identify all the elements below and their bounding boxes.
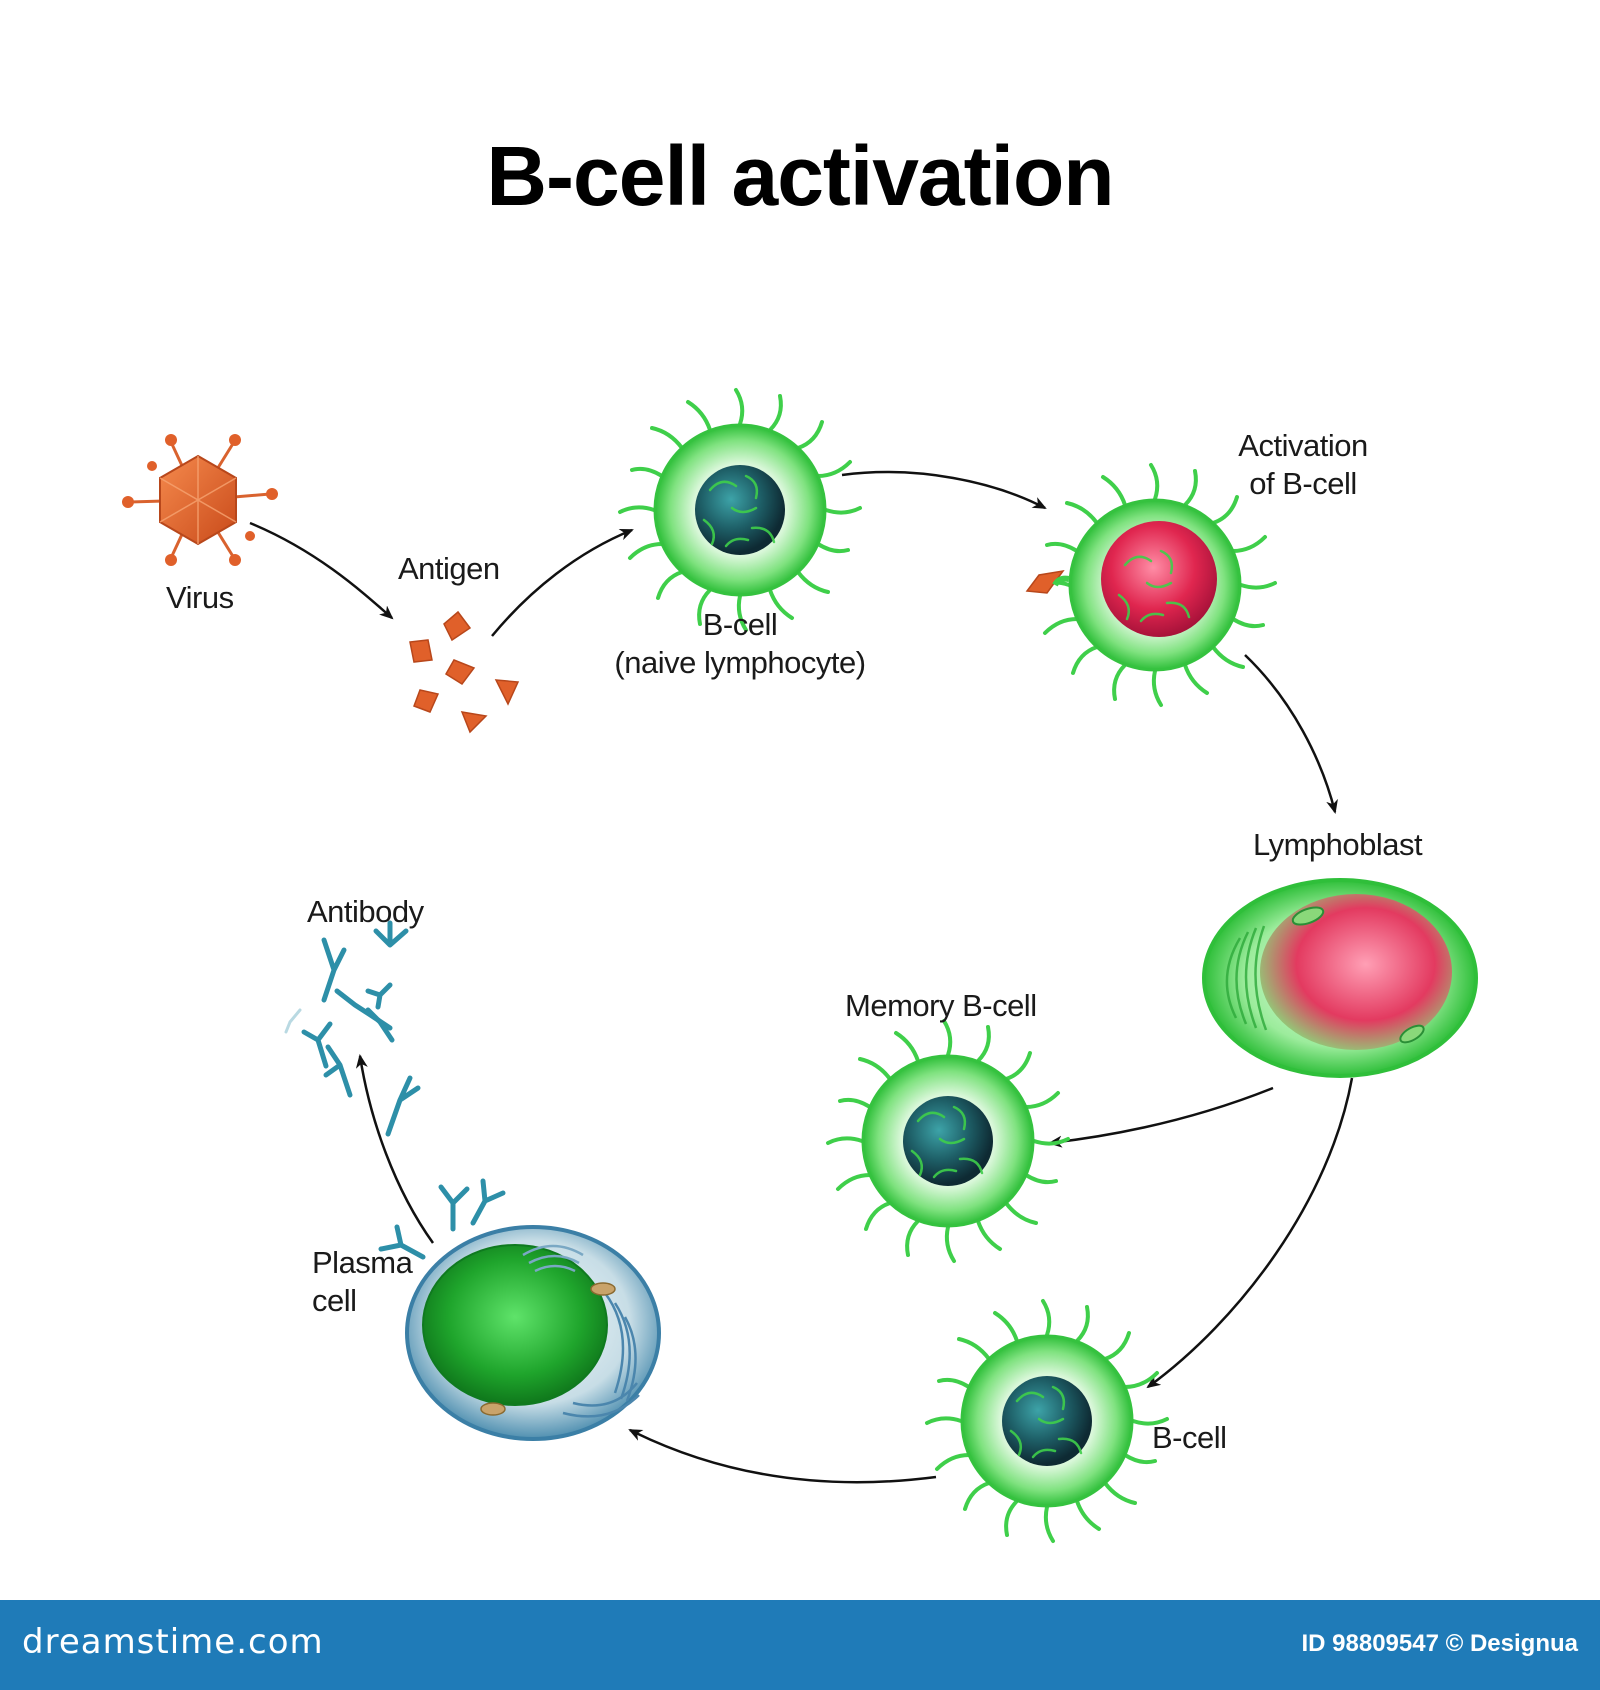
bound-antigen-icon xyxy=(1025,569,1065,594)
process-arrows xyxy=(249,470,1354,1484)
naive-b-cell-label-line2: (naive lymphocyte) xyxy=(614,645,866,680)
diagram-canvas xyxy=(122,388,1478,1543)
virus-label: Virus xyxy=(166,580,234,615)
footer-bar: dreamstime.com ID 98809547 © Designua xyxy=(0,1600,1600,1690)
activation-label: Activation of B-cell xyxy=(1218,427,1388,503)
footer-credit: ID 98809547 © Designua xyxy=(1301,1630,1579,1657)
arrow-plasma-to-antibody xyxy=(355,1054,435,1244)
plasma-cell-label: Plasma cell xyxy=(312,1244,413,1320)
arrow-antigen-to-bcell xyxy=(491,528,634,637)
activation-label-line1: Activation xyxy=(1238,428,1368,463)
memory-b-cell-label: Memory B-cell xyxy=(845,988,1037,1023)
lymphoblast-label: Lymphoblast xyxy=(1253,827,1423,862)
antigen-label: Antigen xyxy=(398,551,500,586)
arrow-bcell-to-plasma xyxy=(628,1428,937,1484)
naive-b-cell-label: B-cell (naive lymphocyte) xyxy=(608,606,872,682)
memory-b-cell-icon xyxy=(826,1019,1070,1263)
diagram: B-cell activation Virus Antigen B-cell (… xyxy=(122,129,1478,1543)
plasma-cell-label-line2: cell xyxy=(312,1283,357,1318)
naive-b-cell-label-line1: B-cell xyxy=(702,607,778,642)
activation-label-line2: of B-cell xyxy=(1249,466,1357,501)
b-cell-label: B-cell xyxy=(1152,1420,1227,1455)
antibody-faint-icon xyxy=(284,1008,302,1034)
footer-brand-logo[interactable]: dreamstime.com xyxy=(22,1622,324,1662)
surface-antibody-icon xyxy=(378,1178,506,1260)
lymphoblast-icon xyxy=(1202,878,1478,1078)
diagram-title: B-cell activation xyxy=(486,129,1114,223)
plasma-cell-icon xyxy=(378,1178,661,1441)
plasma-cell-label-line1: Plasma xyxy=(312,1245,413,1280)
activated-b-cell-icon xyxy=(1025,463,1277,707)
antigen-fragments-icon xyxy=(409,610,520,734)
naive-b-cell-icon xyxy=(618,388,862,632)
arrow-lymphoblast-to-memory xyxy=(1048,1086,1274,1148)
arrow-activation-to-lymphoblast xyxy=(1244,654,1338,814)
antibody-label: Antibody xyxy=(307,894,424,929)
arrow-bcell-to-activation xyxy=(841,470,1047,510)
arrow-lymphoblast-to-bcell xyxy=(1146,1077,1354,1389)
virus-icon xyxy=(122,434,278,566)
b-cell-icon xyxy=(925,1299,1169,1543)
arrow-virus-to-antigen xyxy=(249,521,394,620)
antibody-cluster-icon xyxy=(301,920,421,1137)
